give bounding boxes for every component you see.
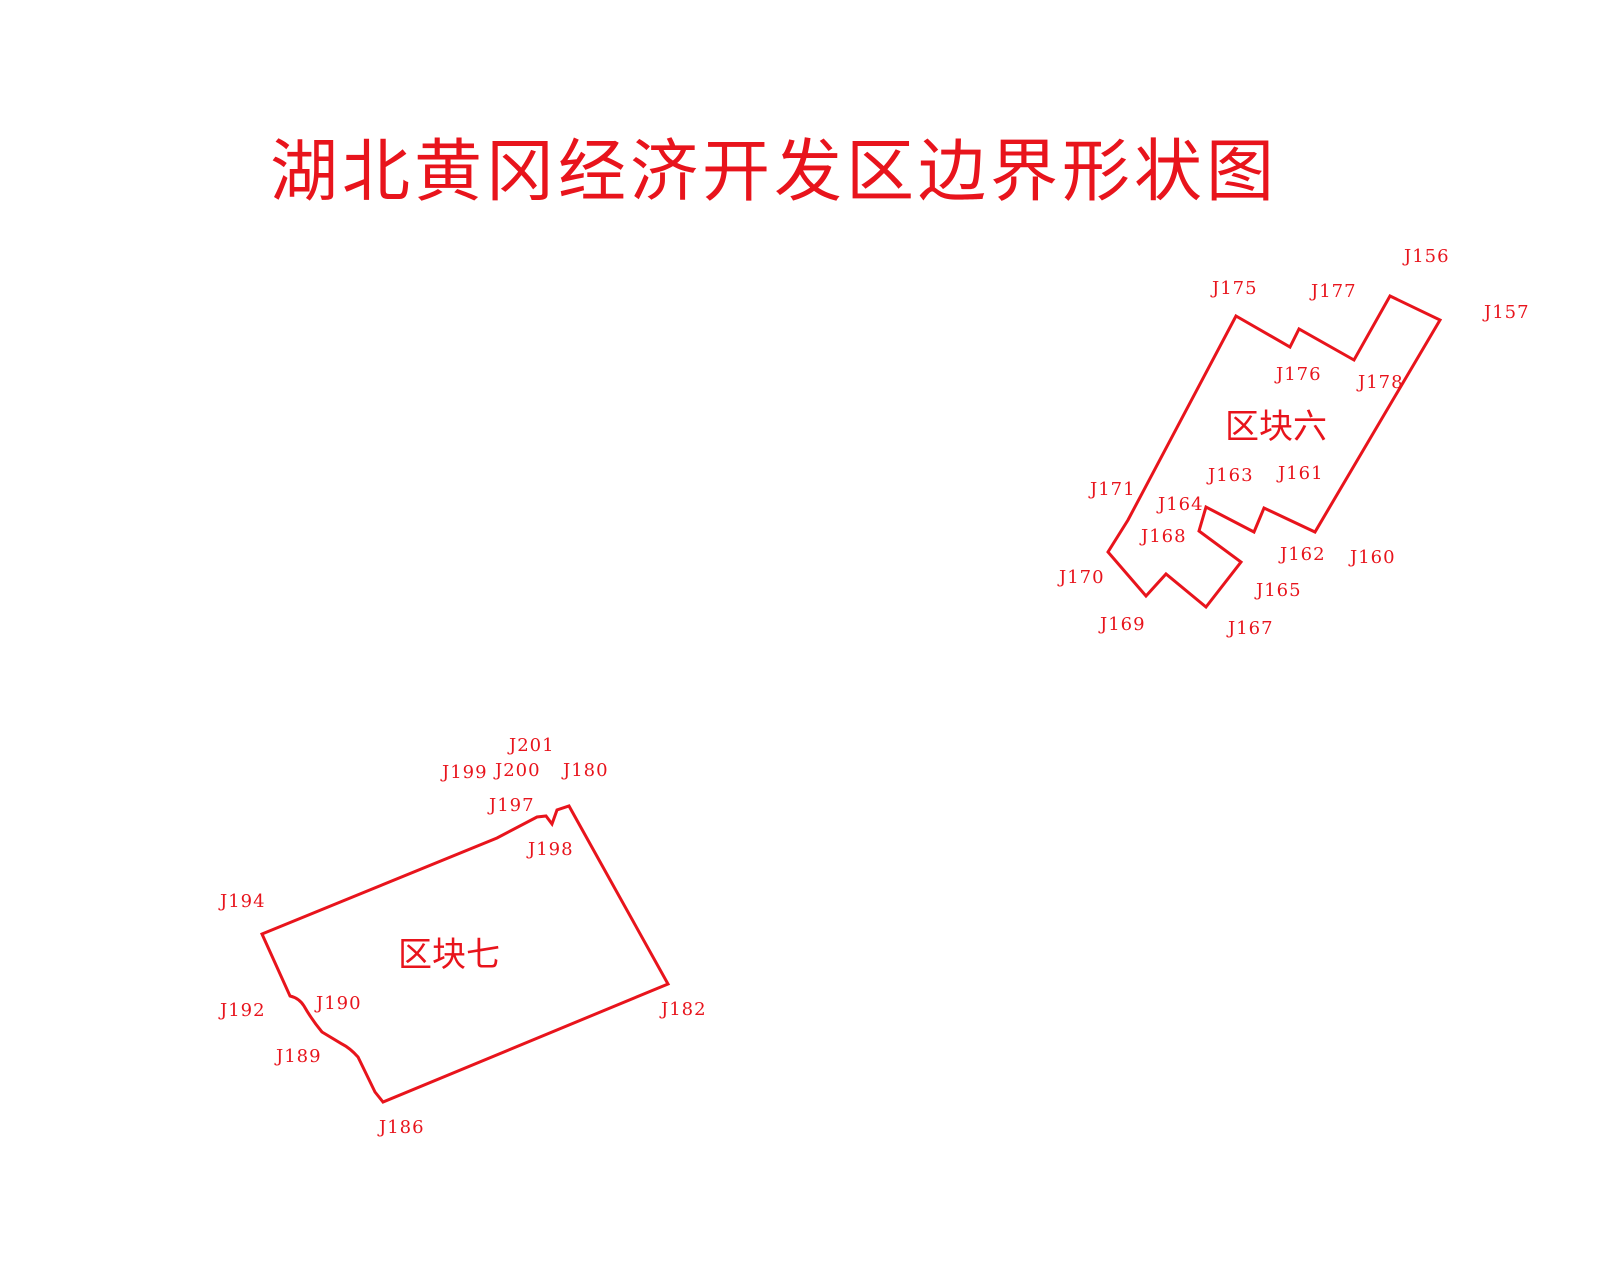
point-label: J161 <box>1276 463 1324 484</box>
point-label: J190 <box>314 993 362 1014</box>
point-label: J180 <box>561 760 609 781</box>
block-six-name: 区块六 <box>1225 407 1327 447</box>
point-label: J182 <box>659 999 707 1020</box>
point-label: J176 <box>1274 364 1322 385</box>
point-label: J164 <box>1156 494 1204 515</box>
block-seven-name: 区块七 <box>398 935 500 975</box>
point-label: J160 <box>1348 547 1396 568</box>
point-label: J178 <box>1356 372 1404 393</box>
block-six: 区块六 J156 J157 J160 J161 J162 J163 J164 J… <box>1057 246 1530 639</box>
point-label: J198 <box>526 839 574 860</box>
point-label: J156 <box>1402 246 1450 267</box>
point-label: J175 <box>1210 278 1258 299</box>
point-label: J189 <box>274 1046 322 1067</box>
point-label: J167 <box>1226 618 1274 639</box>
point-label: J192 <box>218 1000 266 1021</box>
point-label: J177 <box>1309 281 1357 302</box>
point-label: J199 <box>440 762 488 783</box>
point-label: J170 <box>1057 567 1105 588</box>
point-label: J186 <box>377 1117 425 1138</box>
point-label: J171 <box>1088 479 1136 500</box>
point-label: J163 <box>1206 465 1254 486</box>
block-seven-outline <box>259 804 671 1104</box>
point-label: J168 <box>1139 526 1187 547</box>
block-six-outline <box>1106 294 1443 610</box>
point-label: J197 <box>487 795 535 816</box>
point-label: J201 <box>507 735 555 756</box>
point-label: J165 <box>1254 580 1302 601</box>
point-label: J162 <box>1278 544 1326 565</box>
block-seven: 区块七 J180 J182 J186 J189 J190 J192 J194 J… <box>218 735 707 1138</box>
point-label: J169 <box>1098 614 1146 635</box>
point-label: J200 <box>493 760 541 781</box>
point-label: J157 <box>1482 302 1530 323</box>
map-title: 湖北黄冈经济开发区边界形状图 <box>270 133 1278 212</box>
point-label: J194 <box>218 891 266 912</box>
